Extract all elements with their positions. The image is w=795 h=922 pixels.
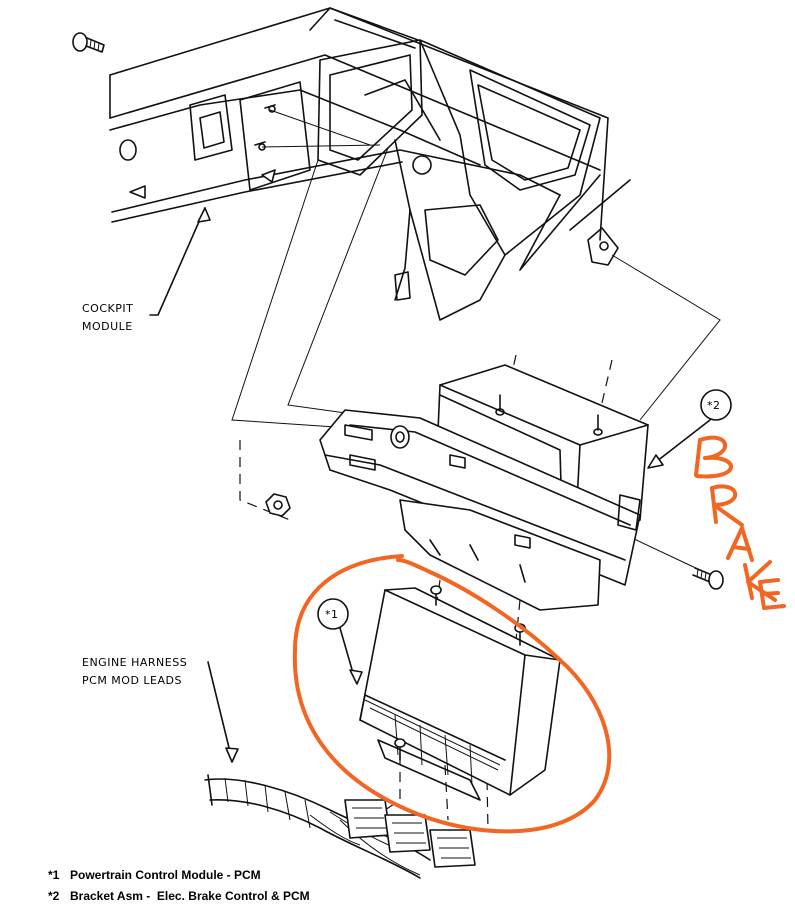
harness-label-line1: ENGINE HARNESS — [82, 656, 187, 669]
cockpit-label-line2: MODULE — [82, 320, 133, 333]
legend-marker-2: *2 — [48, 889, 60, 903]
harness-label-line2: PCM MOD LEADS — [82, 674, 182, 687]
cockpit-module-drawing — [109, 7, 631, 321]
cockpit-label-line1: COCKPIT — [82, 302, 133, 315]
handwritten-annotation — [292, 435, 786, 834]
mounting-nut-icon — [265, 493, 291, 517]
bracket-assembly-drawing — [319, 364, 649, 611]
pcm-module-drawing — [359, 585, 561, 801]
highlight-ellipse — [292, 554, 612, 834]
leader-lines — [149, 207, 711, 763]
engine-harness-drawing — [204, 774, 476, 879]
brake-handwriting — [694, 435, 786, 610]
callout-2-text: *2 — [707, 399, 721, 412]
legend-text-2: Bracket Asm - Elec. Brake Control & PCM — [70, 889, 310, 903]
legend-marker-1: *1 — [48, 868, 60, 882]
legend-text-1: Powertrain Control Module - PCM — [70, 868, 261, 882]
side-bolt-icon — [692, 567, 724, 590]
upper-bolt-icon — [72, 32, 105, 53]
callout-circle-1 — [317, 598, 349, 630]
callout-1-text: *1 — [325, 608, 339, 621]
callout-circle-2 — [700, 389, 732, 421]
